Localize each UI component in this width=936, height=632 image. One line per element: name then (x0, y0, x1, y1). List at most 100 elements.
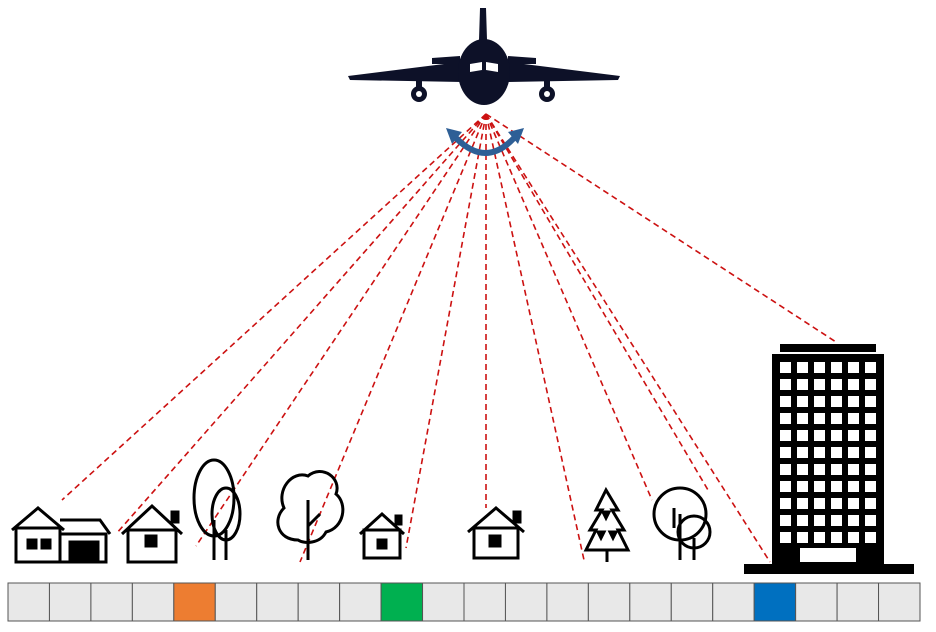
building-window (865, 379, 876, 390)
building-window (865, 447, 876, 458)
building-window (848, 379, 859, 390)
building-window (797, 532, 808, 543)
scan-ray (485, 113, 837, 343)
building-window (848, 498, 859, 509)
pine-tree-icon (583, 486, 631, 562)
building-window (831, 447, 842, 458)
building-window (797, 481, 808, 492)
pixel-cell (712, 582, 755, 622)
scan-ray (299, 113, 487, 563)
pixel-cell (256, 582, 299, 622)
building-window (814, 430, 825, 441)
building-window (848, 515, 859, 526)
pixel-cell (836, 582, 880, 622)
building-window (814, 464, 825, 475)
scan-ray (485, 113, 771, 563)
pixel-cell (422, 582, 465, 622)
building-entrance (800, 548, 856, 562)
building-window (780, 413, 791, 424)
building-window (797, 464, 808, 475)
building-window (797, 498, 808, 509)
building-window (780, 532, 791, 543)
scan-ray (115, 113, 487, 535)
building-window (814, 515, 825, 526)
building-window (831, 498, 842, 509)
building-window (865, 481, 876, 492)
house-icon (120, 503, 184, 564)
building-window (780, 430, 791, 441)
building-window (831, 464, 842, 475)
building-window (780, 379, 791, 390)
scan-ray (195, 113, 487, 547)
double-house-icon (11, 506, 112, 564)
pixel-cell (131, 582, 175, 622)
pixel-cell (48, 582, 92, 622)
building-window (831, 396, 842, 407)
pixel-cell-highlighted (173, 582, 216, 622)
building-window (780, 498, 791, 509)
building-window (831, 532, 842, 543)
tall-trees-icon (192, 458, 242, 560)
pixel-cell-highlighted (380, 582, 424, 622)
skyscraper-icon (744, 344, 914, 574)
building-window (797, 413, 808, 424)
building-window (848, 447, 859, 458)
pixel-cell (504, 582, 548, 622)
building-window (848, 413, 859, 424)
pixel-cell (339, 582, 382, 622)
scan-ray (485, 113, 709, 491)
building-window (848, 464, 859, 475)
building-window (848, 532, 859, 543)
building-window (797, 430, 808, 441)
building-window (814, 498, 825, 509)
building-window (797, 379, 808, 390)
curved-double-arrow-icon (446, 128, 524, 156)
building-window (848, 481, 859, 492)
pixel-cell (795, 582, 838, 622)
scan-ray (405, 113, 487, 549)
round-tree-icon (276, 470, 345, 560)
pixel-cell (629, 582, 672, 622)
airplane-icon (348, 8, 620, 105)
pixel-cell (587, 582, 631, 622)
building-window (780, 464, 791, 475)
building-window (780, 515, 791, 526)
building-window (780, 481, 791, 492)
bushy-trees-icon (652, 486, 712, 560)
building-window (865, 515, 876, 526)
building-window (814, 447, 825, 458)
scan-rays (61, 113, 837, 563)
building-window (780, 396, 791, 407)
pixel-cell (463, 582, 506, 622)
building-window (814, 481, 825, 492)
pixel-cell-highlighted (753, 582, 797, 622)
building-window (831, 515, 842, 526)
building-window (848, 430, 859, 441)
scan-ray (485, 113, 585, 561)
pixel-cell (7, 582, 50, 622)
scan-ray (485, 113, 653, 501)
building-window (831, 413, 842, 424)
pixel-cell (878, 582, 921, 622)
building-window (797, 515, 808, 526)
building-window (831, 430, 842, 441)
building-window (865, 464, 876, 475)
scan-ray (61, 113, 487, 501)
pixel-strip (7, 582, 921, 622)
building-window (865, 498, 876, 509)
building-window (865, 430, 876, 441)
building-window (814, 379, 825, 390)
building-window (831, 379, 842, 390)
building-window (848, 362, 859, 373)
building-window (814, 396, 825, 407)
building-window (865, 362, 876, 373)
building-window (848, 396, 859, 407)
building-window (814, 532, 825, 543)
house-icon (467, 506, 525, 560)
building-window (797, 362, 808, 373)
building-window (814, 413, 825, 424)
pixel-cell (670, 582, 714, 622)
building-window (814, 362, 825, 373)
building-window (797, 396, 808, 407)
